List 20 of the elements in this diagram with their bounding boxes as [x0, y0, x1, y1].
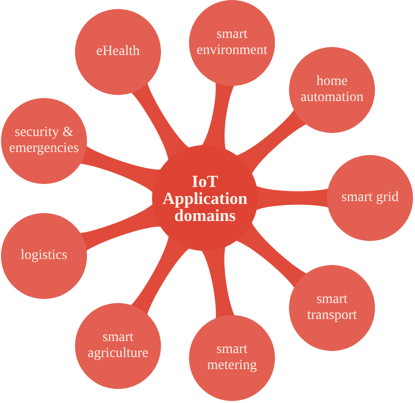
connector-spoke: [202, 246, 234, 319]
connector-spoke: [202, 82, 234, 150]
connector-spoke: [80, 146, 160, 192]
connector-spoke: [236, 110, 306, 174]
domain-label: smart grid: [340, 190, 400, 206]
domain-label: smart metering: [206, 342, 258, 374]
domain-label: smart transport: [306, 292, 358, 324]
connector-spoke: [256, 186, 328, 210]
domain-label: smart environment: [196, 26, 268, 60]
connector-spoke: [131, 82, 189, 160]
hub-title: IoT Application domains: [161, 172, 249, 224]
central-hub-blob: [152, 145, 258, 251]
domain-label: home automation: [300, 74, 364, 106]
connector-spoke: [80, 204, 161, 251]
domain-label: eHealth: [95, 44, 141, 60]
domain-label: smart agriculture: [86, 330, 150, 362]
connector-spoke: [236, 222, 307, 288]
domain-label: security & emergencies: [8, 124, 80, 158]
connector-spoke: [130, 236, 190, 315]
domain-label: logistics: [20, 248, 68, 264]
